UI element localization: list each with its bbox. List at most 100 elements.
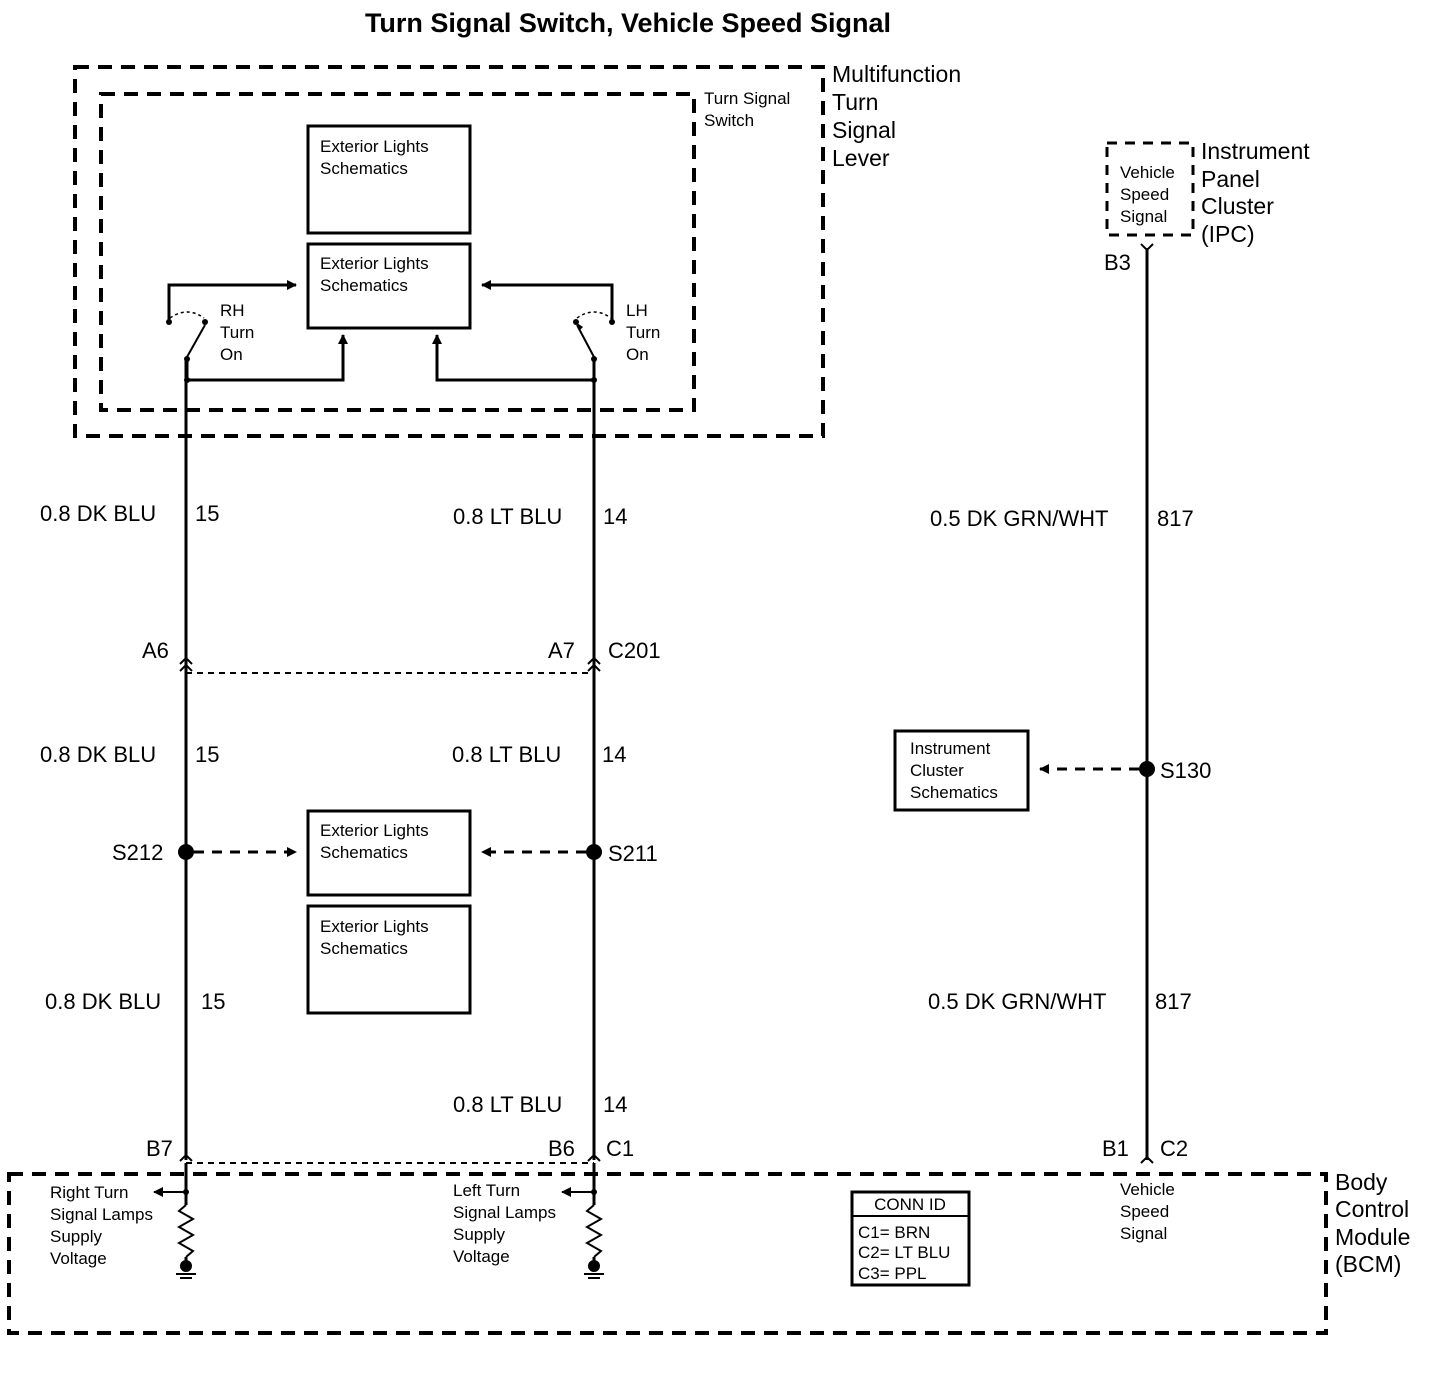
svg-text:(IPC): (IPC) [1201,221,1255,247]
circuit-14-label-1: 14 [603,504,627,529]
exterior-lights-ref-box-3[interactable] [306,809,472,897]
circuit-817-label-2: 817 [1155,989,1192,1014]
svg-text:Multifunction: Multifunction [832,61,961,87]
svg-text:Turn: Turn [220,323,254,342]
pin-b1: B1 [1102,1136,1129,1161]
circuit-15-label-2: 15 [195,742,219,767]
conn-id-row-1: C1= BRN [858,1223,930,1242]
right-turn-driver-circuit [153,1163,196,1279]
svg-text:Turn: Turn [832,89,878,115]
svg-text:Control: Control [1335,1196,1409,1222]
wire-label-lt-blu-3: 0.8 LT BLU [453,1092,562,1117]
svg-text:Module: Module [1335,1224,1410,1250]
svg-text:Speed: Speed [1120,1202,1169,1221]
connector-c2-label: C2 [1160,1136,1188,1161]
connector-c201-label: C201 [608,638,661,663]
bcm-label: Body Control Module (BCM) [1335,1169,1410,1277]
svg-text:Switch: Switch [704,111,754,130]
wire-label-dk-grn-2: 0.5 DK GRN/WHT [928,989,1106,1014]
ipc-vss-label: Vehicle Speed Signal [1120,163,1175,226]
conn-id-row-3: C3= PPL [858,1264,927,1283]
circuit-14-label-2: 14 [602,742,626,767]
ref-box-2-line2: Schematics [320,276,408,295]
svg-text:Left Turn: Left Turn [453,1181,520,1200]
bcm-vss-label: Vehicle Speed Signal [1120,1180,1175,1243]
svg-text:Signal: Signal [1120,207,1167,226]
svg-text:Turn Signal: Turn Signal [704,89,790,108]
left-turn-supply-label: Left Turn Signal Lamps Supply Voltage [453,1181,556,1266]
connector-c201 [179,656,601,674]
splice-s212 [178,844,194,860]
svg-text:Vehicle: Vehicle [1120,1180,1175,1199]
circuit-15-label-3: 15 [201,989,225,1014]
multifunction-lever-outline [73,65,825,438]
svg-text:Signal Lamps: Signal Lamps [453,1203,556,1222]
svg-text:Body: Body [1335,1169,1388,1195]
left-turn-driver-circuit [561,1163,604,1279]
svg-text:Signal: Signal [1120,1224,1167,1243]
svg-text:Supply: Supply [50,1227,102,1246]
lh-turn-label: LH Turn On [626,301,660,364]
ic-ref-line3: Schematics [910,783,998,802]
wire-label-dk-blu-3: 0.8 DK BLU [45,989,161,1014]
pin-b6: B6 [548,1136,575,1161]
rh-turn-switch [166,280,348,383]
splice-s212-label: S212 [112,840,163,865]
ref-box-1-line2: Schematics [320,159,408,178]
wire-label-dk-blu-1: 0.8 DK BLU [40,501,156,526]
right-turn-supply-label: Right Turn Signal Lamps Supply Voltage [50,1183,153,1268]
svg-text:Vehicle: Vehicle [1120,163,1175,182]
pin-b7: B7 [146,1136,173,1161]
connector-c1-label: C1 [606,1136,634,1161]
wire-label-dk-blu-2: 0.8 DK BLU [40,742,156,767]
diagram-title: Turn Signal Switch, Vehicle Speed Signal [365,8,891,38]
svg-text:Signal: Signal [832,117,896,143]
conn-id-header: CONN ID [874,1195,946,1214]
pin-b3-symbol [1140,243,1154,252]
svg-text:Speed: Speed [1120,185,1169,204]
svg-text:(BCM): (BCM) [1335,1251,1401,1277]
bcm-connector-symbols [179,1153,1154,1164]
pin-a7: A7 [548,638,575,663]
svg-text:Voltage: Voltage [453,1247,510,1266]
ref-box-3-line2: Schematics [320,843,408,862]
svg-text:Cluster: Cluster [1201,193,1274,219]
conn-id-row-2: C2= LT BLU [858,1243,950,1262]
splice-s211-label: S211 [608,841,658,866]
svg-text:On: On [220,345,243,364]
svg-text:Instrument: Instrument [1201,138,1310,164]
svg-text:On: On [626,345,649,364]
circuit-817-label-1: 817 [1157,506,1194,531]
wire-label-lt-blu-2: 0.8 LT BLU [452,742,561,767]
pin-b3: B3 [1104,250,1131,275]
exterior-lights-ref-box-4[interactable] [306,904,472,1015]
svg-text:Voltage: Voltage [50,1249,107,1268]
svg-text:RH: RH [220,301,245,320]
ipc-vss-outline [1105,141,1195,237]
svg-text:Panel: Panel [1201,166,1260,192]
wire-label-dk-grn-1: 0.5 DK GRN/WHT [930,506,1108,531]
circuit-14-label-3: 14 [603,1092,627,1117]
svg-text:Turn: Turn [626,323,660,342]
ref-box-2-line1: Exterior Lights [320,254,429,273]
splice-s211 [586,844,602,860]
circuit-15-label-1: 15 [195,501,219,526]
rh-turn-label: RH Turn On [220,301,254,364]
ref-box-4-line1: Exterior Lights [320,917,429,936]
exterior-lights-ref-box-1[interactable] [306,124,472,235]
wire-label-lt-blu-1: 0.8 LT BLU [453,504,562,529]
svg-text:Signal Lamps: Signal Lamps [50,1205,153,1224]
svg-text:LH: LH [626,301,648,320]
ipc-label: Instrument Panel Cluster (IPC) [1201,138,1310,247]
ref-box-3-line1: Exterior Lights [320,821,429,840]
exterior-lights-ref-box-2[interactable] [306,242,472,330]
splice-s130-label: S130 [1160,758,1211,783]
ref-box-4-line2: Schematics [320,939,408,958]
instrument-cluster-ref-box[interactable] [893,729,1030,812]
ic-ref-line1: Instrument [910,739,991,758]
multifunction-lever-label: Multifunction Turn Signal Lever [832,61,961,171]
ref-box-1-line1: Exterior Lights [320,137,429,156]
ic-ref-line2: Cluster [910,761,964,780]
turn-signal-switch-outline [99,92,696,412]
